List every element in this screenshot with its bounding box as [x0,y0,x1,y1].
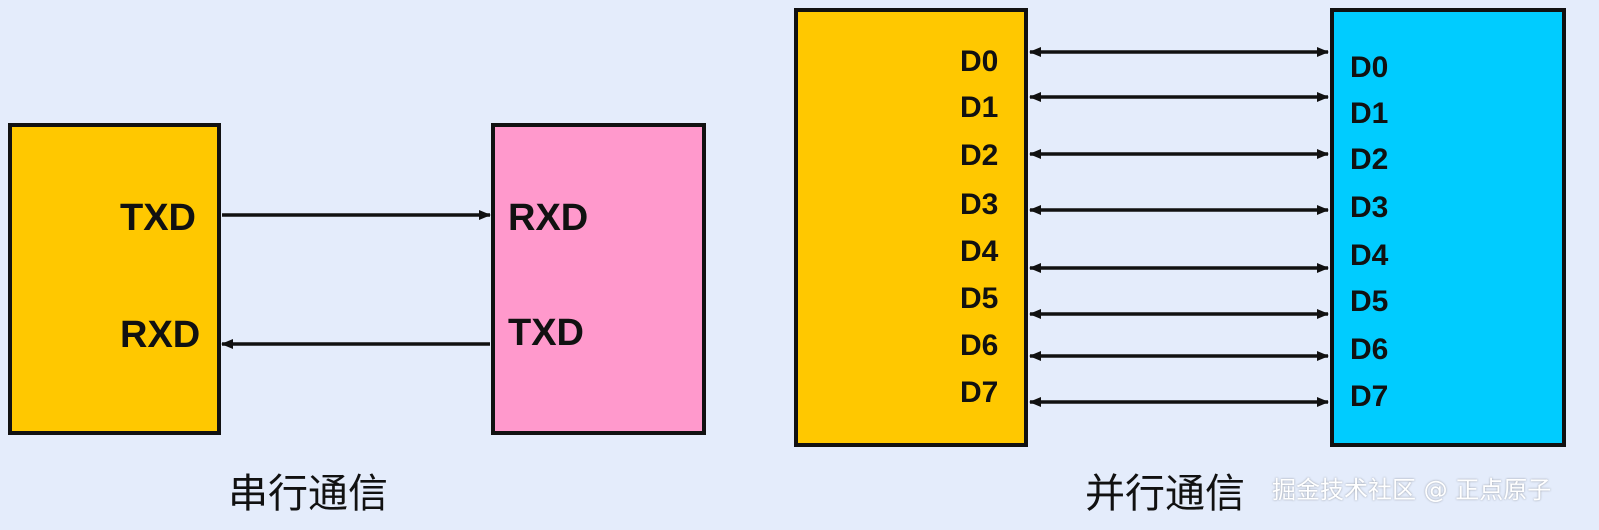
parallel-right-label-d7: D7 [1350,380,1389,413]
parallel-left-label-d3: D3 [960,188,999,221]
parallel-right-label-d3: D3 [1350,191,1389,224]
parallel-left-label-d5: D5 [960,282,999,315]
parallel-caption: 并行通信 [1085,471,1245,517]
parallel-left-label-d4: D4 [960,235,999,268]
parallel-left-label-d2: D2 [960,139,999,172]
parallel-right-label-d6: D6 [1350,333,1389,366]
parallel-right-label-d0: D0 [1350,51,1389,84]
serial-left-txd-label: TXD [120,197,196,239]
parallel-left-label-d6: D6 [960,329,999,362]
parallel-right-label-d1: D1 [1350,97,1389,130]
parallel-right-device [1330,8,1566,447]
parallel-right-label-d4: D4 [1350,239,1389,272]
parallel-left-device [794,8,1028,447]
serial-left-rxd-label: RXD [120,314,201,356]
parallel-right-label-d5: D5 [1350,285,1389,318]
parallel-left-label-d7: D7 [960,376,999,409]
parallel-right-label-d2: D2 [1350,143,1389,176]
parallel-left-label-d0: D0 [960,45,999,78]
serial-right-device [491,123,706,435]
watermark-text: 掘金技术社区 @ 正点原子 [1272,476,1552,504]
serial-caption: 串行通信 [228,471,388,517]
serial-left-device [8,123,221,435]
parallel-left-label-d1: D1 [960,91,999,124]
serial-right-rxd-label: RXD [508,197,589,239]
serial-right-txd-label: TXD [508,312,584,354]
